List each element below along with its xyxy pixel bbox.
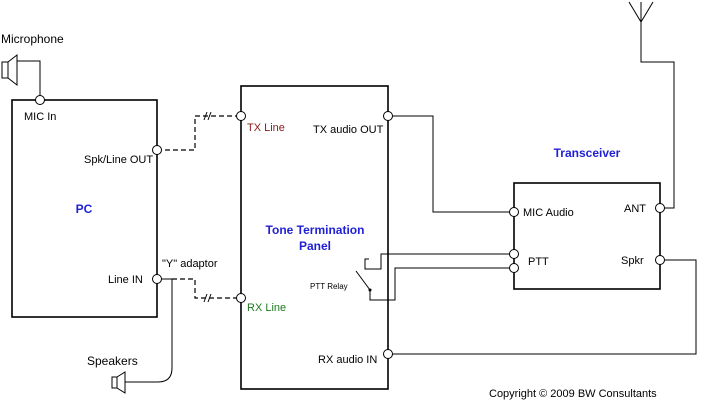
tone-termination-panel-box	[240, 85, 389, 390]
spk-line-out-terminal	[152, 145, 162, 155]
ptt-terminal-b	[509, 263, 519, 273]
spkr-terminal	[655, 255, 665, 265]
ptt-label: PTT	[528, 256, 549, 268]
rx-audio-in-terminal	[383, 349, 393, 359]
tx-line-label: TX Line	[247, 122, 285, 134]
ttp-title-line2: Panel	[299, 239, 331, 253]
tx-audio-out-label: TX audio OUT	[313, 124, 384, 136]
tx-break-mark	[203, 111, 212, 121]
spkr-label: Spkr	[621, 255, 644, 267]
rx-break-mark	[203, 293, 212, 303]
line-in-label: Line IN	[108, 274, 143, 286]
copyright-label: Copyright © 2009 BW Consultants	[489, 388, 657, 400]
microphone-label: Microphone	[1, 32, 64, 46]
line-in-terminal	[152, 274, 162, 284]
tx-line-terminal	[236, 111, 246, 121]
tx-line-cable	[157, 115, 241, 151]
y-adaptor-label: "Y" adaptor	[162, 258, 218, 270]
pc-box	[11, 99, 158, 318]
spk-line-out-label: Spk/Line OUT	[84, 154, 153, 166]
mic-audio-label: MIC Audio	[523, 207, 574, 219]
rx-line-cable	[172, 278, 241, 299]
rx-line-label: RX Line	[247, 302, 286, 314]
tx-audio-cable	[388, 115, 514, 213]
rx-audio-in-label: RX audio IN	[318, 354, 377, 366]
rx-line-terminal	[236, 293, 246, 303]
mic-in-label: MIC In	[24, 111, 56, 123]
ant-terminal	[655, 203, 665, 213]
antenna-icon	[628, 1, 675, 209]
speaker-cable	[125, 278, 173, 383]
ptt-relay-label: PTT Relay	[310, 282, 348, 291]
speakers-label: Speakers	[87, 354, 138, 368]
ptt-terminal-a	[509, 249, 519, 259]
mic-audio-terminal	[509, 207, 519, 217]
mic-cable	[17, 60, 41, 100]
tx-audio-out-terminal	[383, 111, 393, 121]
ttp-title-line1: Tone Termination	[266, 223, 365, 237]
ant-label: ANT	[624, 203, 646, 215]
microphone-icon	[1, 53, 18, 87]
rx-audio-cable	[515, 259, 697, 355]
ptt-relay-switch	[355, 253, 514, 301]
transceiver-box	[513, 182, 661, 290]
speakers-icon	[111, 371, 126, 394]
mic-in-terminal	[35, 95, 45, 105]
pc-title: PC	[76, 202, 93, 216]
transceiver-title: Transceiver	[554, 146, 621, 160]
